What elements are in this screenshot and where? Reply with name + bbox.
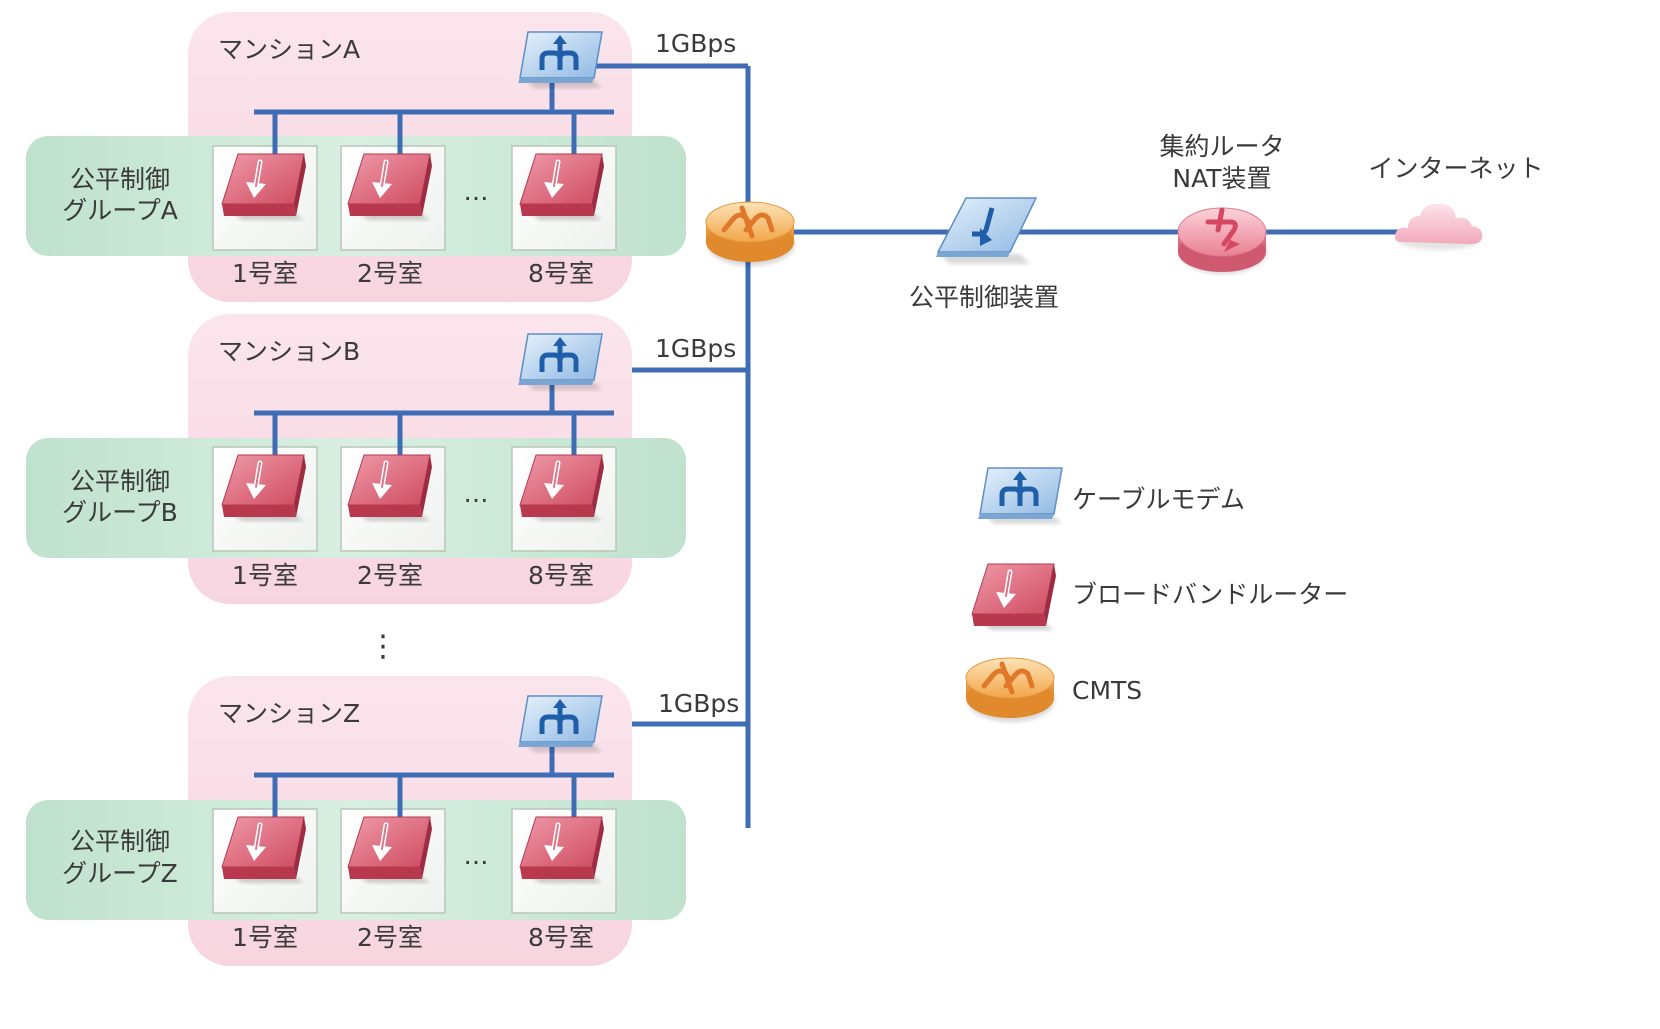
room-label: 1号室	[232, 259, 298, 288]
broadband-router-icon	[222, 154, 306, 220]
room-label: 2号室	[357, 561, 423, 590]
room-label: 8号室	[528, 259, 594, 288]
aggregation-router-label-line2: NAT装置	[1172, 164, 1271, 193]
group-label-line2: グループA	[62, 196, 178, 225]
broadband-router-icon	[520, 154, 604, 220]
legend-cmts-icon	[966, 658, 1055, 722]
broadband-router-icon	[348, 455, 432, 521]
group-label-line1: 公平制御	[70, 827, 170, 856]
broadband-router-icon	[520, 455, 604, 521]
fair-control-device-icon	[936, 197, 1038, 264]
legend-label-cable-modem: ケーブルモデム	[1072, 485, 1245, 514]
broadband-router-icon	[348, 817, 432, 883]
mansion-name: マンションB	[218, 337, 360, 366]
bandwidth-label: 1GBps	[655, 334, 736, 363]
rooms-ellipsis: …	[464, 841, 489, 870]
bandwidth-label: 1GBps	[658, 689, 739, 718]
group-label-line1: 公平制御	[70, 165, 170, 194]
labels: マンションA 1GBps 公平制御 グループA … 1号室 2号室 8号室 マン…	[62, 29, 1543, 952]
legend-label-broadband-router: ブロードバンドルーター	[1072, 580, 1348, 609]
room-label: 8号室	[528, 561, 594, 590]
legend-label-cmts: CMTS	[1072, 676, 1142, 705]
room-label: 2号室	[357, 259, 423, 288]
aggregation-router-label-line1: 集約ルータ	[1159, 132, 1284, 161]
vertical-ellipsis: ⋮	[368, 629, 398, 664]
internet-label: インターネット	[1368, 154, 1543, 183]
cable-modem-icon	[518, 32, 602, 88]
group-label-line2: グループB	[62, 498, 178, 527]
legend-broadband-router-icon	[972, 564, 1056, 630]
broadband-router-icon	[222, 817, 306, 883]
room-label: 2号室	[357, 923, 423, 952]
rooms-ellipsis: …	[464, 177, 489, 206]
aggregation-router-icon	[1177, 207, 1267, 274]
room-label: 1号室	[232, 923, 298, 952]
rooms-ellipsis: …	[464, 479, 489, 508]
room-label: 1号室	[232, 561, 298, 590]
connection-lines	[254, 63, 1400, 828]
fair-control-device-label: 公平制御装置	[909, 283, 1059, 312]
bandwidth-label: 1GBps	[655, 29, 736, 58]
cmts-icon	[706, 202, 795, 266]
mansion-name: マンションZ	[218, 699, 360, 728]
cable-modem-icon	[518, 334, 602, 390]
legend-cable-modem-icon	[978, 468, 1062, 524]
cable-modem-icon	[518, 696, 602, 752]
broadband-router-icon	[520, 817, 604, 883]
broadband-router-icon	[348, 154, 432, 220]
room-label: 8号室	[528, 923, 594, 952]
broadband-router-icon	[222, 455, 306, 521]
group-label-line1: 公平制御	[70, 467, 170, 496]
cloud-icon	[1394, 203, 1483, 250]
mansion-name: マンションA	[218, 35, 360, 64]
group-label-line2: グループZ	[62, 859, 178, 888]
